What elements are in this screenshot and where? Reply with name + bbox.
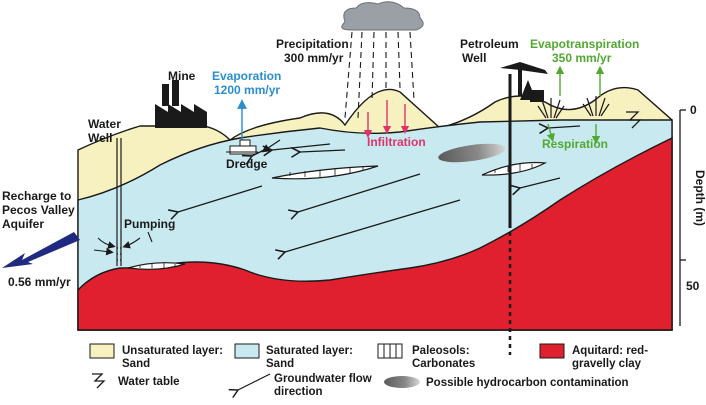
evaporation-rate-label: 1200 mm/yr (214, 83, 280, 97)
pumping-arrows (93, 231, 153, 256)
depth-axis: 0 50 Depth (m) (679, 103, 706, 326)
legend-water-table-icon (92, 373, 106, 389)
depth-tick-50: 50 (686, 279, 700, 293)
legend-hydrocarbon: Possible hydrocarbon contamination (426, 377, 629, 389)
depth-tick-0: 0 (690, 103, 697, 117)
dredge-icon (226, 139, 258, 155)
flow-arrow-3 (288, 173, 421, 220)
groundwater-flow-arrows (168, 122, 581, 260)
rain-cloud (341, 1, 424, 31)
legend-water-table: Water table (118, 376, 180, 388)
evapotranspiration-arrows (555, 65, 605, 96)
legend: Unsaturated layer: Sand Saturated layer:… (89, 343, 648, 399)
infiltration-arrows (363, 100, 410, 139)
recharge-label-line3: Aquifer (2, 217, 44, 231)
respiration-label: Respiration (542, 137, 608, 151)
dredge-arrow (261, 139, 281, 153)
water-well-label-line2: Well (88, 131, 112, 145)
depth-axis-title: Depth (m) (693, 170, 706, 226)
paleosol-lens-1 (271, 165, 379, 180)
dredge-label: Dredge (226, 157, 268, 171)
legend-saturated-line2: Sand (266, 358, 294, 370)
precipitation-label: Precipitation (276, 37, 349, 51)
flow-arrow-7 (538, 122, 581, 135)
respiration-arrows (546, 123, 601, 145)
legend-aquitard-line1: Aquitard: red- (572, 345, 648, 357)
recharge-label-line2: Pecos Valley (2, 203, 75, 217)
legend-paleosols-line2: Carbonates (412, 358, 475, 370)
water-table-marker (626, 111, 642, 129)
flow-arrow-5 (262, 143, 331, 157)
paleosol-lens-2 (481, 161, 548, 176)
paleosol-lens-3 (127, 262, 186, 270)
precipitation-rate-label: 300 mm/yr (284, 51, 344, 65)
flow-arrow-2 (168, 185, 263, 220)
legend-swatch-unsaturated (89, 343, 115, 359)
legend-groundwater-flow-line1: Groundwater flow (274, 373, 372, 385)
petroleum-well-label-line1: Petroleum (460, 37, 519, 51)
legend-swatch-saturated (234, 343, 260, 359)
pumping-label: Pumping (124, 217, 175, 231)
precipitation-dashes (344, 31, 415, 119)
paleosol-hatching (139, 164, 533, 268)
water-well-icon (116, 138, 122, 266)
flow-arrow-6 (510, 177, 561, 196)
petroleum-well-icon (500, 62, 548, 355)
plant-shrubs (537, 96, 610, 119)
evaporation-label: Evaporation (212, 69, 281, 83)
legend-saturated-line1: Saturated layer: (266, 345, 353, 357)
infiltration-label: Infiltration (367, 135, 426, 149)
flow-arrow-1 (290, 146, 346, 158)
legend-hydrocarbon-icon (384, 376, 420, 388)
mine-factory-icon (155, 80, 207, 128)
legend-aquitard-line2: gravelly clay (572, 358, 642, 370)
mine-label: Mine (168, 69, 196, 83)
flow-arrow-4 (275, 199, 461, 260)
petroleum-well-label-line2: Well (462, 51, 486, 65)
legend-unsaturated-line2: Sand (122, 358, 150, 370)
legend-unsaturated-line1: Unsaturated layer: (122, 345, 223, 357)
hydrocarbon-plume (438, 143, 506, 163)
water-well-label-line1: Water (88, 117, 121, 131)
legend-groundwater-flow-line2: direction (274, 386, 323, 398)
legend-groundwater-flow-icon (228, 373, 271, 399)
legend-swatch-aquitard (539, 343, 565, 359)
legend-paleosols-line1: Paleosols: (412, 345, 470, 357)
evapotranspiration-rate-label: 350 mm/yr (552, 51, 612, 65)
recharge-rate-label: 0.56 mm/yr (8, 275, 71, 289)
recharge-label-line1: Recharge to (2, 189, 71, 203)
evapotranspiration-label: Evapotranspiration (530, 37, 639, 51)
recharge-arrow (2, 232, 80, 268)
